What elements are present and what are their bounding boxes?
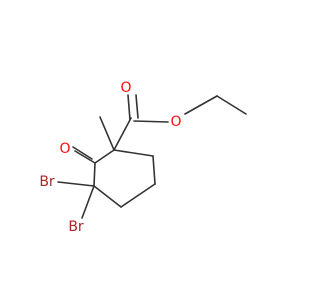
bond-oether-ch2 bbox=[184, 95, 218, 115]
atom-label-layer: O O O Br Br bbox=[39, 80, 181, 235]
bond-c2-c3 bbox=[93, 162, 96, 187]
bond-c2-o-a bbox=[74, 150, 96, 164]
bond-ch2-ch3 bbox=[216, 95, 247, 115]
bond-c1-methyl bbox=[99, 116, 115, 151]
bond-c3-br-upper bbox=[57, 181, 95, 187]
bond-c6-c1 bbox=[113, 149, 154, 157]
bond-c-o-double-b bbox=[135, 94, 139, 119]
bond-c1-c2 bbox=[94, 149, 115, 164]
bond-c3-c4 bbox=[93, 185, 122, 208]
bond-c3-br-lower bbox=[81, 185, 95, 219]
bond-c-o-double-a bbox=[127, 94, 131, 121]
atom-o-ester-ether: O bbox=[170, 114, 181, 130]
bond-c-oether bbox=[133, 120, 169, 123]
atom-br-lower: Br bbox=[68, 219, 84, 235]
structure-canvas: O O O Br Br bbox=[39, 80, 247, 235]
bond-layer bbox=[57, 94, 247, 219]
atom-o-ester-carbonyl: O bbox=[120, 80, 131, 96]
bond-c5-c6 bbox=[152, 155, 156, 185]
bond-c4-c5 bbox=[120, 183, 156, 208]
atom-br-upper: Br bbox=[39, 174, 55, 190]
atom-o-ketone: O bbox=[59, 141, 70, 157]
bond-c2-o-b bbox=[72, 146, 93, 160]
bond-c1-cester bbox=[113, 117, 132, 151]
